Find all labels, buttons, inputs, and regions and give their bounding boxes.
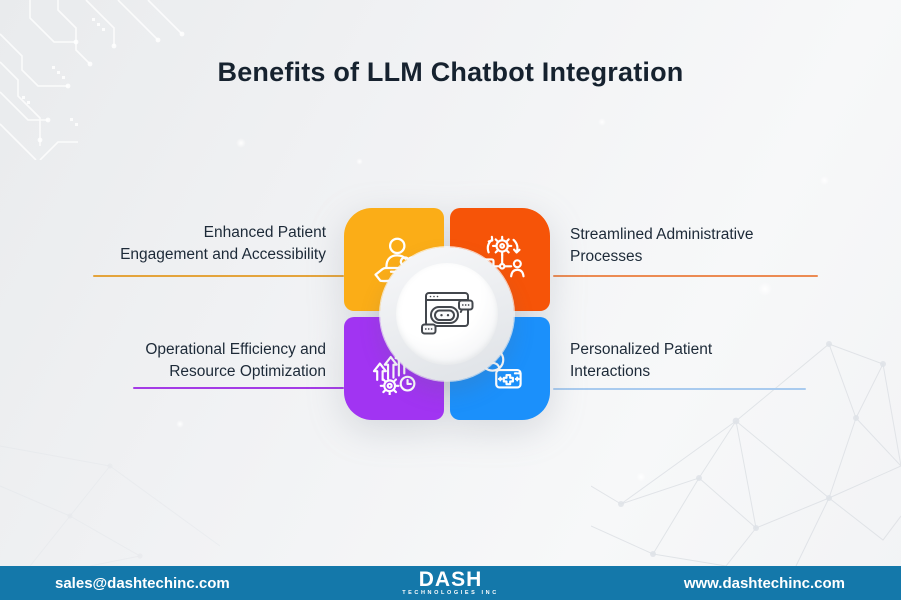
center-disc [380, 247, 514, 381]
label-line: Interactions [570, 363, 651, 380]
sparkle-decoration [820, 176, 829, 185]
dash-logo: DASH TECHNOLOGIES INC [0, 566, 901, 600]
label-personalized-interactions: Personalized Patient Interactions [570, 339, 810, 383]
dash-logo-subtext: TECHNOLOGIES INC [402, 589, 499, 596]
sparkle-decoration [598, 118, 606, 126]
sparkle-decoration [356, 158, 363, 165]
footer-email-link[interactable]: sales@dashtechinc.com [55, 574, 230, 592]
label-enhanced-patient-engagement: Enhanced Patient Engagement and Accessib… [66, 222, 326, 266]
sparkle-decoration [636, 472, 646, 482]
center-disc-inner [396, 263, 498, 365]
sparkle-decoration [758, 282, 772, 296]
footer-website-link[interactable]: www.dashtechinc.com [683, 574, 845, 592]
connector-line-top-right [553, 275, 818, 277]
label-line: Enhanced Patient [203, 224, 326, 241]
page-title: Benefits of LLM Chatbot Integration [217, 57, 684, 87]
label-line: Engagement and Accessibility [120, 246, 326, 263]
label-line: Resource Optimization [169, 363, 326, 380]
connector-line-bottom-left [133, 387, 344, 389]
connector-line-top-left [93, 275, 344, 277]
label-line: Processes [570, 248, 643, 265]
sparkle-decoration [236, 138, 246, 148]
mesh-pattern-decoration-left [0, 445, 220, 566]
label-line: Operational Efficiency and [145, 341, 326, 358]
connector-line-bottom-right [553, 388, 806, 390]
footer-bar: sales@dashtechinc.com DASH TECHNOLOGIES … [0, 566, 901, 600]
label-operational-efficiency: Operational Efficiency and Resource Opti… [66, 339, 326, 383]
label-line: Streamlined Administrative [570, 226, 754, 243]
sparkle-decoration [176, 420, 184, 428]
label-line: Personalized Patient [570, 341, 713, 358]
dash-logo-text: DASH [418, 567, 483, 591]
label-streamlined-admin-processes: Streamlined Administrative Processes [570, 224, 820, 268]
chatbot-window-icon [421, 292, 474, 335]
